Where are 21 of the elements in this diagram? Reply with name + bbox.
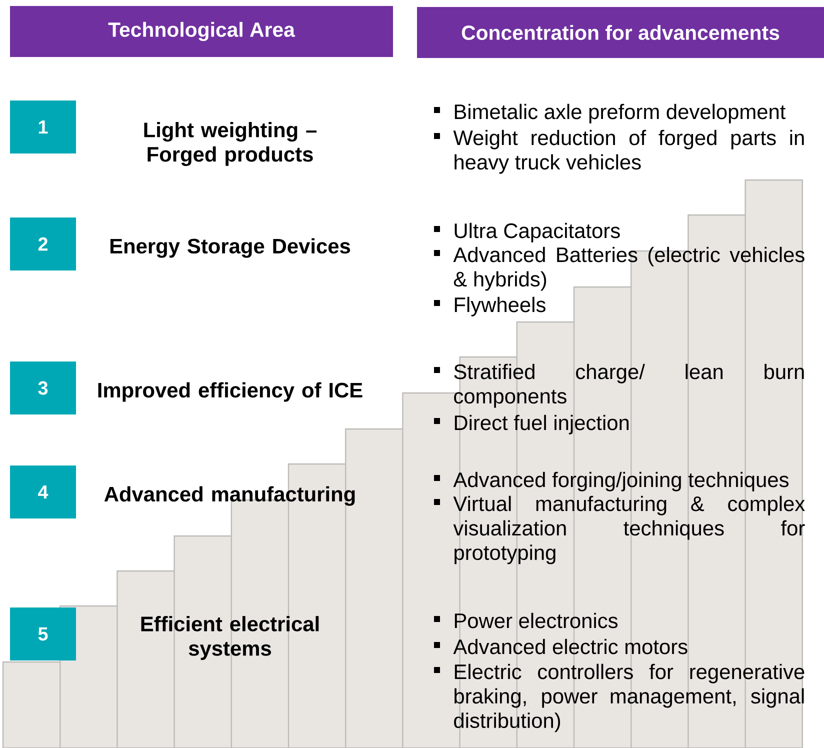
bullet-item: Advanced electric motors	[434, 638, 688, 654]
area-title: Light weighting – Forged products	[144, 122, 317, 166]
number-box: 3	[10, 362, 76, 414]
number-box: 2	[10, 218, 76, 270]
column-header: Technological Area	[10, 6, 393, 57]
bullet-item: Advanced forging/joining techniques	[434, 472, 788, 492]
bullet-item: Power electronics	[434, 612, 618, 628]
bullet-item: Direct fuel injection	[434, 414, 629, 434]
number-box: 4	[10, 466, 76, 518]
bullet-item: Electric controllers for regenerative braking, power management, signal distribution)	[434, 664, 804, 732]
area-title: Efficient electrical systems	[141, 616, 319, 660]
bullet-item: Ultra Capacitators	[434, 222, 620, 242]
bullet-item: Weight reduction of forged parts in heavy truck vehicles	[434, 130, 804, 174]
bullet-item: Advanced Batteries (electric vehicles & hybrids)	[434, 246, 804, 291]
number-box: 1	[10, 100, 76, 154]
bullet-item: Flywheels	[434, 296, 546, 316]
bullet-item: Bimetalic axle preform development	[434, 104, 786, 124]
column-header: Concentration for advancements	[417, 7, 824, 58]
bullet-item: Virtual manufacturing & complex visualization techniques for prototyping	[434, 496, 805, 564]
number-box: 5	[10, 608, 76, 660]
bullet-item: Stratified charge/ lean burn components	[434, 364, 804, 408]
